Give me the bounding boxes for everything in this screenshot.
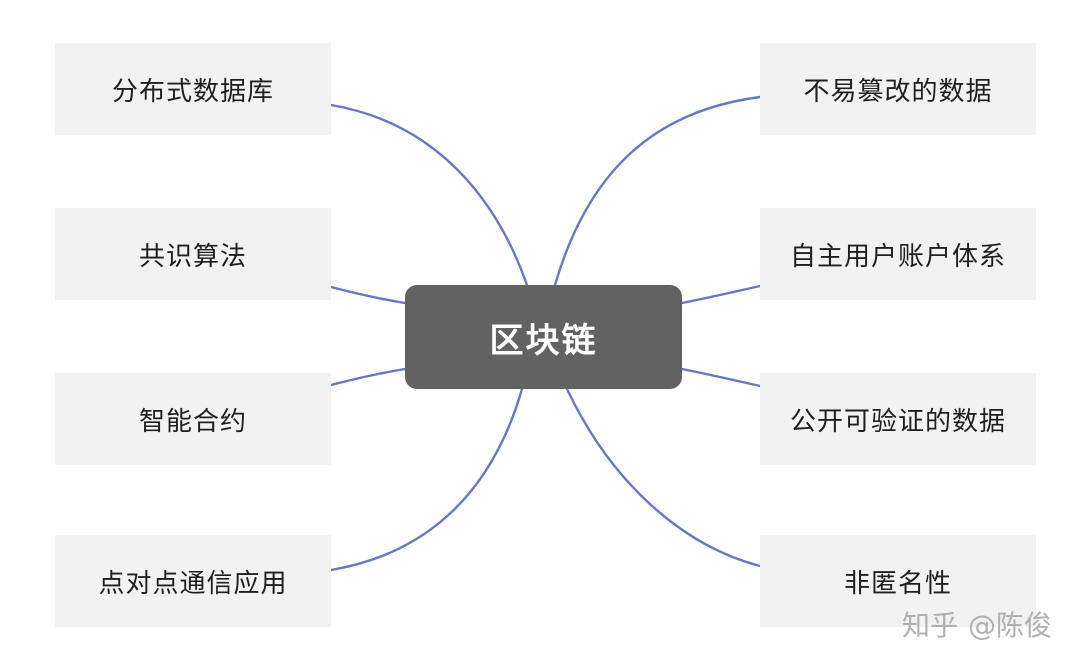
node-label: 自主用户账户体系 bbox=[789, 241, 1006, 272]
connector-center-to-tamper-proof-data bbox=[553, 95, 762, 287]
node-label: 非匿名性 bbox=[843, 568, 952, 599]
center-label: 区块链 bbox=[489, 320, 598, 361]
node-label: 公开可验证的数据 bbox=[789, 406, 1006, 437]
watermark-author: @陈俊 bbox=[967, 609, 1052, 642]
connector-center-to-distributed-database bbox=[329, 103, 529, 287]
watermark: 知乎 @陈俊 bbox=[902, 604, 1052, 644]
node-label: 共识算法 bbox=[138, 241, 247, 272]
connector-center-to-smart-contract bbox=[329, 367, 407, 387]
connector-center-to-self-sovereign-account bbox=[680, 284, 762, 305]
node-label: 分布式数据库 bbox=[111, 76, 274, 107]
connector-center-to-consensus-algorithm bbox=[329, 285, 407, 305]
node-consensus-algorithm: 共识算法 bbox=[55, 208, 331, 300]
node-smart-contract: 智能合约 bbox=[55, 373, 331, 465]
node-self-sovereign-account: 自主用户账户体系 bbox=[760, 208, 1036, 300]
node-label: 点对点通信应用 bbox=[98, 568, 288, 599]
node-label: 不易篡改的数据 bbox=[803, 76, 993, 107]
connector-center-to-non-anonymity bbox=[565, 387, 762, 568]
node-tamper-proof-data: 不易篡改的数据 bbox=[760, 43, 1036, 135]
node-label: 智能合约 bbox=[138, 406, 247, 437]
watermark-site: 知乎 bbox=[901, 609, 958, 642]
connector-center-to-verifiable-data bbox=[680, 367, 762, 388]
connector-center-to-p2p-application bbox=[329, 387, 524, 572]
center-node-blockchain: 区块链 bbox=[405, 285, 682, 389]
node-p2p-application: 点对点通信应用 bbox=[55, 535, 331, 627]
node-distributed-database: 分布式数据库 bbox=[55, 43, 331, 135]
node-non-anonymity: 非匿名性 bbox=[760, 535, 1036, 627]
node-verifiable-data: 公开可验证的数据 bbox=[760, 373, 1036, 465]
